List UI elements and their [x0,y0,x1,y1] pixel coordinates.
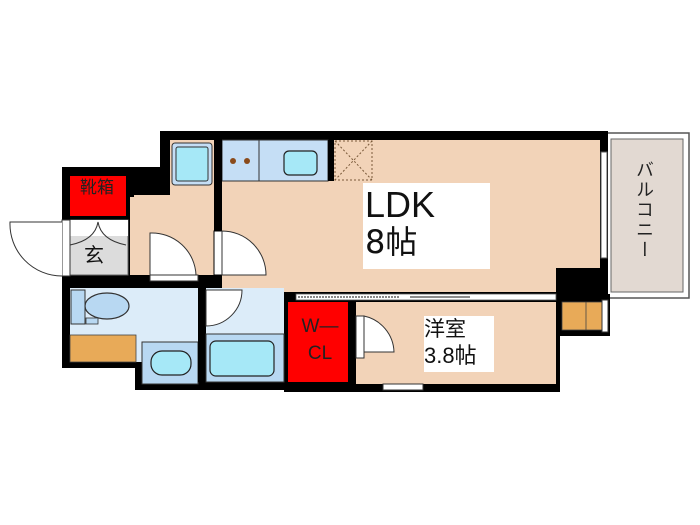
entrance-label: 玄 [84,243,104,267]
wcl-label-line1: W― [301,316,339,337]
entrance-door-icon [9,221,63,277]
toilet-room [69,282,206,385]
bathtub-icon [209,340,275,377]
stove-icon [230,158,250,164]
western-room-label-bg [424,316,494,372]
entrance [9,219,129,277]
walk-in-closet [288,302,348,382]
ldk-size: 8帖 [365,223,418,261]
balcony [603,132,690,299]
ldk-name: LDK [365,184,436,225]
washbasin-icon [150,350,192,376]
shoe-cabinet-label: 靴箱 [80,178,114,198]
western-room-size: 3.8帖 [424,343,477,368]
shoe-cabinet [70,176,126,216]
wcl-label-line2: CL [307,343,333,364]
toilet-icon [70,289,130,325]
western-room-name: 洋室 [424,317,466,341]
doors [149,230,267,327]
balcony-label: バルコニー [633,160,654,260]
bathroom [205,288,285,383]
refrigerator-space-icon [334,140,373,181]
ldk-label-bg [363,183,490,269]
kitchen-sink-icon [283,150,318,176]
sliding-door [295,293,557,301]
